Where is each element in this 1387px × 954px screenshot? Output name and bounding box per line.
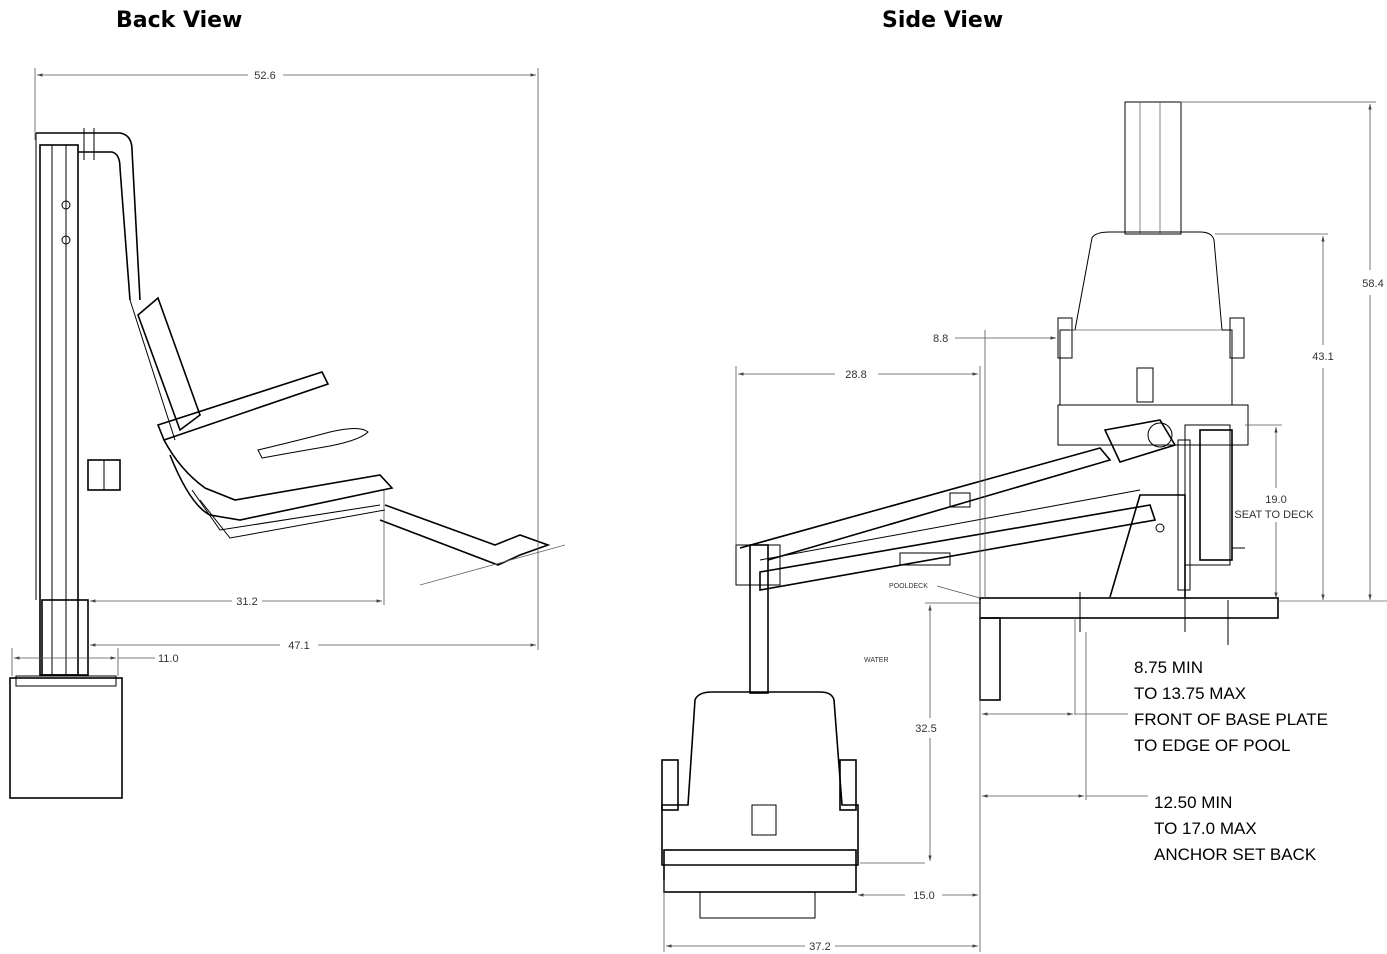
note-front-line-2: TO 13.75 MAX (1134, 684, 1247, 703)
side-arm (739, 447, 1112, 561)
back-seat-back (137, 296, 201, 432)
back-mast (39, 144, 79, 676)
dim-seat-reach: 31.2 (236, 596, 257, 608)
dim-overall-height: 58.4 (1362, 278, 1383, 290)
back-armrest (156, 371, 330, 442)
side-anchor (979, 617, 1001, 701)
label-water: WATER (864, 657, 889, 664)
dim-base-width: 11.0 (158, 653, 179, 665)
side-lower-seat (661, 691, 859, 866)
note-front-line-4: TO EDGE OF POOL (1134, 736, 1291, 755)
dim-reach: 28.8 (845, 369, 866, 381)
note-anchor-line-2: TO 17.0 MAX (1154, 819, 1257, 838)
side-lower-mast (749, 544, 769, 694)
label-pool-deck: POOLDECK (889, 583, 928, 590)
side-view-drawing (661, 101, 1387, 919)
side-upper-mast (1124, 101, 1182, 235)
dim-seat-to-deck-value: 19.0 (1265, 494, 1286, 506)
note-anchor-line-1: 12.50 MIN (1154, 793, 1233, 812)
dim-seat-offset: 15.0 (913, 890, 934, 902)
back-footrest (379, 504, 551, 566)
back-seat-belt (257, 428, 369, 459)
back-top-arm (36, 132, 141, 301)
dim-footrest-reach: 47.1 (288, 640, 309, 652)
back-base (9, 677, 123, 799)
side-footrest (699, 891, 816, 919)
note-front-line-1: 8.75 MIN (1134, 658, 1203, 677)
side-bracket (1109, 494, 1186, 598)
dim-seat-to-deck-label: SEAT TO DECK (1234, 509, 1314, 521)
dim-offset-top: 8.8 (933, 333, 948, 345)
dim-overall-width: 52.6 (254, 70, 275, 82)
side-motor (1103, 419, 1177, 463)
side-upper-seat (1059, 231, 1233, 406)
note-anchor-line-3: ANCHOR SET BACK (1154, 845, 1317, 864)
note-front-line-3: FRONT OF BASE PLATE (1134, 710, 1328, 729)
dim-depth: 32.5 (915, 723, 936, 735)
side-view-dimensions: 58.4 43.1 8.8 28.8 19.0 SEAT TO DECK 32.… (663, 101, 1384, 953)
dim-overall-length: 37.2 (809, 941, 830, 953)
back-seat-pan (163, 439, 394, 521)
side-base-plate (979, 597, 1279, 619)
note-anchor-setback: 12.50 MIN TO 17.0 MAX ANCHOR SET BACK (1154, 790, 1316, 868)
dim-seat-height: 43.1 (1312, 351, 1333, 363)
back-view-dimensions: 52.6 31.2 47.1 11.0 (11, 68, 539, 676)
note-front-plate: 8.75 MIN TO 13.75 MAX FRONT OF BASE PLAT… (1134, 655, 1328, 759)
back-view-drawing (9, 128, 566, 799)
side-view-title: Side View (882, 8, 1004, 33)
back-view-title: Back View (116, 8, 243, 33)
